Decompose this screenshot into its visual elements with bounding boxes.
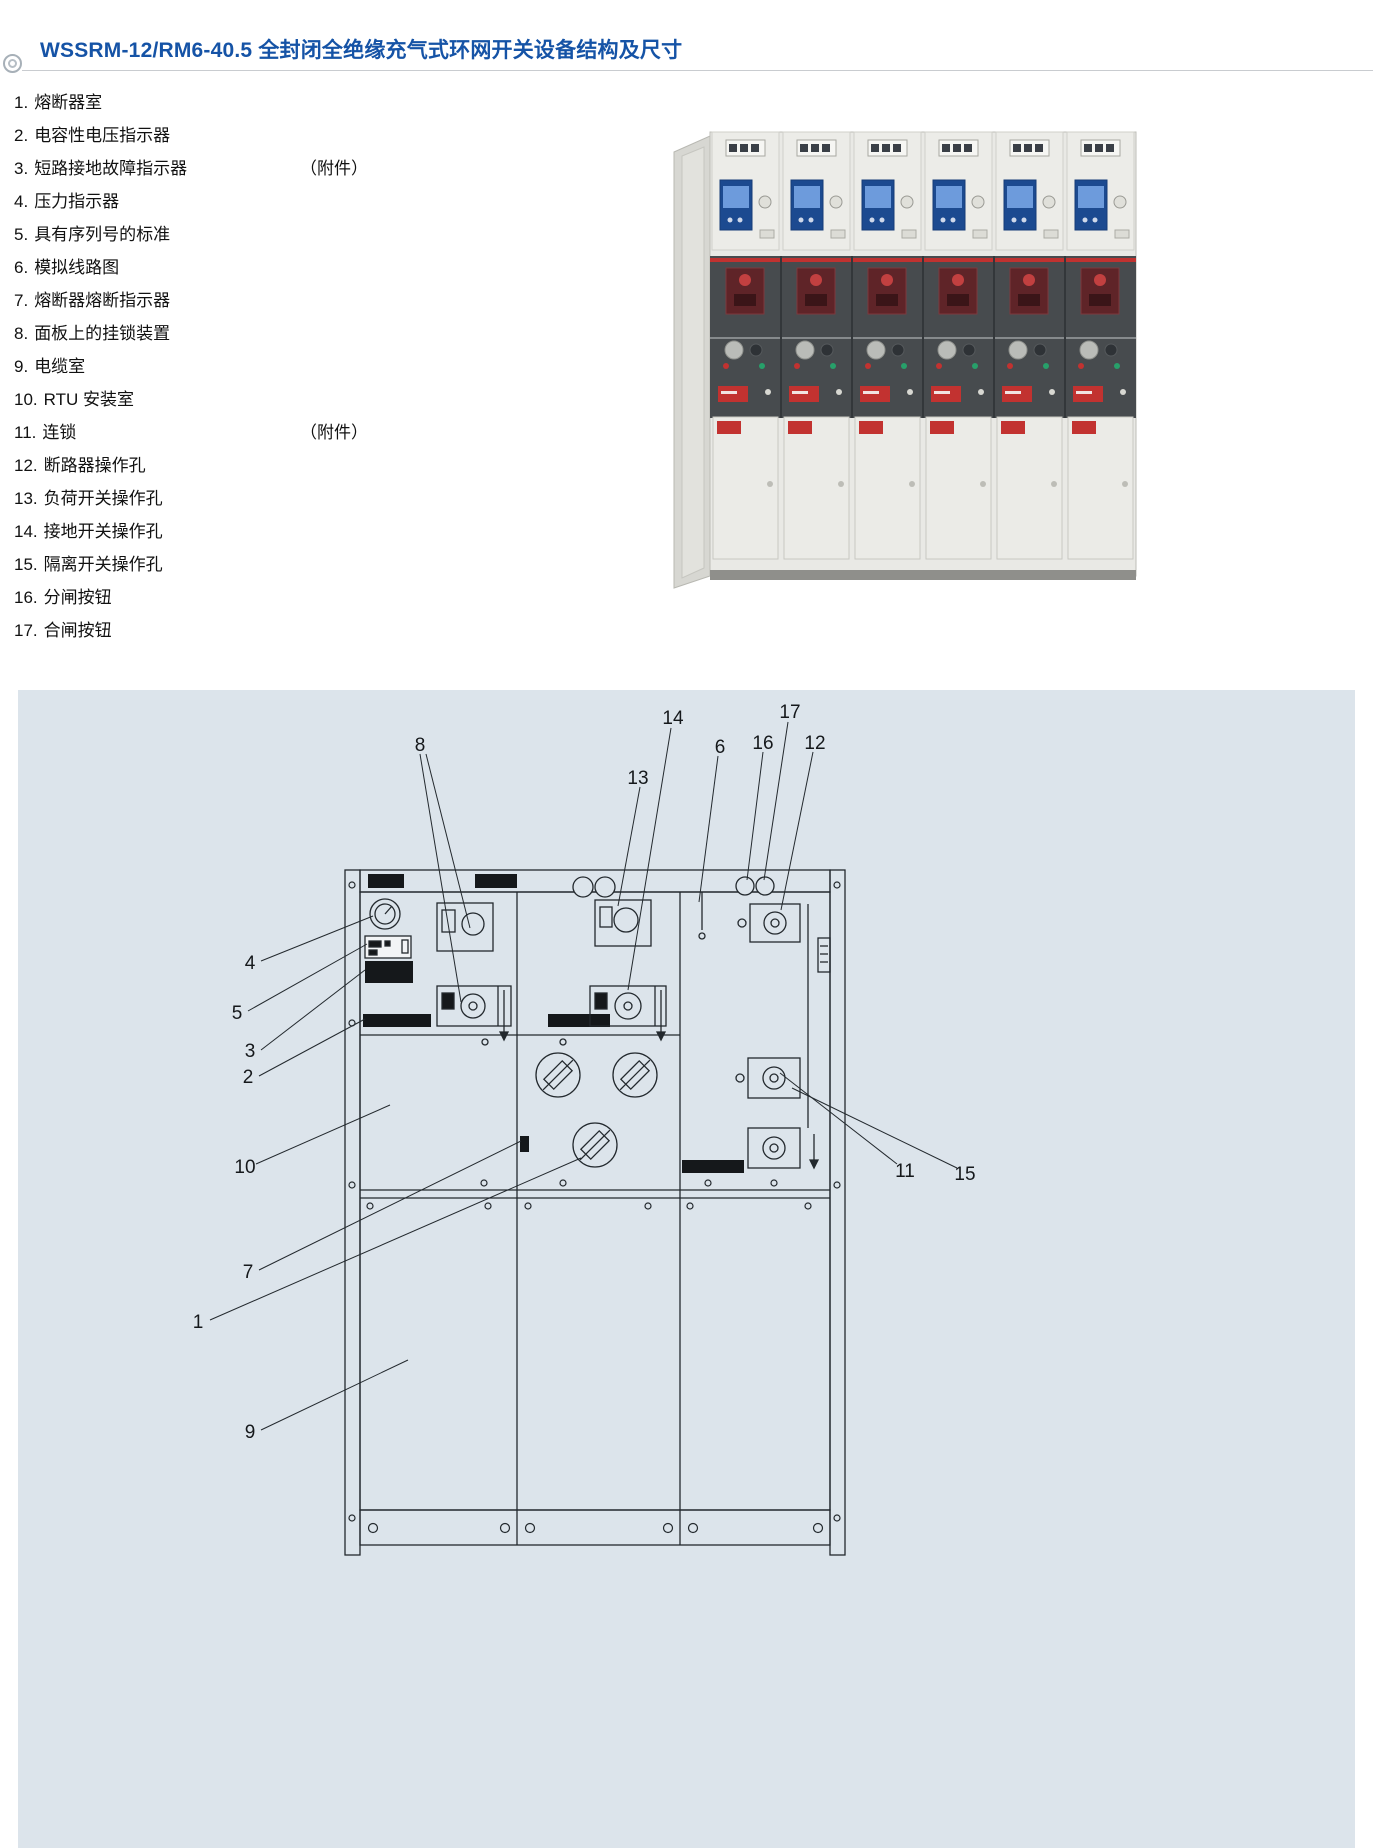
padlock-device-upper bbox=[436, 902, 494, 952]
parts-list-item: 12. 断路器操作孔 bbox=[14, 449, 454, 482]
cabinet-frame bbox=[344, 869, 846, 1556]
circuit-breaker-operation-hole bbox=[749, 903, 801, 943]
switchgear-photo-illustration bbox=[673, 131, 1137, 589]
part-number: 8. bbox=[14, 324, 29, 343]
screw-dots bbox=[348, 881, 841, 1534]
part-number: 4. bbox=[14, 192, 29, 211]
callout-4: 4 bbox=[245, 953, 256, 974]
part-label: 连锁 bbox=[42, 423, 77, 442]
part-number: 2. bbox=[14, 126, 29, 145]
parts-list-item: 14. 接地开关操作孔 bbox=[14, 515, 454, 548]
callout-13: 13 bbox=[627, 768, 648, 789]
photo-base bbox=[710, 570, 1136, 580]
parts-list-item: 5. 具有序列号的标准 bbox=[14, 218, 454, 251]
part-label: 负荷开关操作孔 bbox=[43, 489, 163, 508]
part-label: 熔断器室 bbox=[34, 93, 103, 112]
callout-15: 15 bbox=[954, 1164, 975, 1185]
binder-ring-icon bbox=[3, 54, 22, 73]
callout-labels: 1 2 3 4 5 6 7 8 9 10 11 12 13 14 15 16 1… bbox=[193, 702, 976, 1443]
diagram-panel: 1 2 3 4 5 6 7 8 9 10 11 12 13 14 15 16 1… bbox=[18, 690, 1355, 1848]
page-title: WSSRM-12/RM6-40.5 全封闭全绝缘充气式环网开关设备结构及尺寸 bbox=[40, 39, 683, 62]
parts-list-item: 6. 模拟线路图 bbox=[14, 251, 454, 284]
part-label: 电容性电压指示器 bbox=[34, 126, 171, 145]
parts-list-item: 1. 熔断器室 bbox=[14, 86, 454, 119]
earthing-switch-operation-hole bbox=[589, 985, 667, 1027]
callout-1: 1 bbox=[193, 1312, 204, 1333]
callout-11: 11 bbox=[895, 1161, 915, 1182]
middle-panel-instruments bbox=[559, 899, 667, 1046]
callout-6: 6 bbox=[715, 737, 726, 758]
part-note: （附件） bbox=[300, 423, 368, 442]
callout-12: 12 bbox=[804, 733, 825, 754]
product-photo bbox=[668, 126, 1146, 594]
top-rail-buttons bbox=[572, 876, 775, 898]
right-panel-instruments bbox=[698, 892, 831, 1170]
parts-list-item: 17. 合闸按钮 bbox=[14, 614, 454, 647]
callout-16: 16 bbox=[752, 733, 773, 754]
callout-9: 9 bbox=[245, 1422, 256, 1443]
part-number: 12. bbox=[14, 456, 38, 475]
part-label: 短路接地故障指示器 bbox=[34, 159, 188, 178]
part-number: 15. bbox=[14, 555, 38, 574]
part-number: 3. bbox=[14, 159, 29, 178]
part-label: 模拟线路图 bbox=[34, 258, 120, 277]
part-label: 面板上的挂锁装置 bbox=[34, 324, 171, 343]
part-label: 电缆室 bbox=[34, 357, 86, 376]
part-number: 11. bbox=[14, 423, 37, 442]
switchgear-elevation-svg: 1 2 3 4 5 6 7 8 9 10 11 12 13 14 15 16 1… bbox=[193, 702, 976, 1556]
parts-list-item: 16. 分闸按钮 bbox=[14, 581, 454, 614]
part-label: 具有序列号的标准 bbox=[34, 225, 171, 244]
part-label: 断路器操作孔 bbox=[43, 456, 146, 475]
parts-list-item: 8. 面板上的挂锁装置 bbox=[14, 317, 454, 350]
parts-list-item: 4. 压力指示器 bbox=[14, 185, 454, 218]
load-switch-operation-hole bbox=[594, 899, 652, 947]
parts-list-item: 3. 短路接地故障指示器 （附件） bbox=[14, 152, 454, 185]
fuse-symbols bbox=[535, 1052, 658, 1168]
part-note: （附件） bbox=[300, 159, 368, 178]
parts-list: 1. 熔断器室 2. 电容性电压指示器 3. 短路接地故障指示器 （附件） 4. 压力指示… bbox=[14, 86, 454, 647]
part-number: 7. bbox=[14, 291, 29, 310]
callout-17: 17 bbox=[779, 702, 800, 723]
padlock-device-lower bbox=[436, 985, 512, 1027]
parts-list-item: 11. 连锁 （附件） bbox=[14, 416, 454, 449]
open-button bbox=[735, 876, 755, 896]
part-number: 17. bbox=[14, 621, 38, 640]
interlock-device bbox=[747, 1057, 801, 1099]
parts-list-item: 10. RTU 安装室 bbox=[14, 383, 454, 416]
part-label: 接地开关操作孔 bbox=[43, 522, 163, 541]
callout-10: 10 bbox=[234, 1157, 255, 1178]
callout-3: 3 bbox=[245, 1041, 256, 1062]
part-label: 熔断器熔断指示器 bbox=[34, 291, 171, 310]
left-panel-instruments bbox=[364, 898, 512, 1046]
parts-list-item: 2. 电容性电压指示器 bbox=[14, 119, 454, 152]
part-label: 合闸按钮 bbox=[43, 621, 112, 640]
part-number: 9. bbox=[14, 357, 29, 376]
part-label: 压力指示器 bbox=[34, 192, 120, 211]
callout-14: 14 bbox=[662, 708, 684, 729]
part-label: 隔离开关操作孔 bbox=[43, 555, 163, 574]
title-divider bbox=[22, 70, 1373, 71]
part-number: 16. bbox=[14, 588, 38, 607]
part-number: 14. bbox=[14, 522, 38, 541]
callout-5: 5 bbox=[232, 1003, 243, 1024]
pressure-gauge bbox=[369, 898, 401, 930]
callout-leader-lines bbox=[209, 721, 958, 1431]
callout-2: 2 bbox=[243, 1067, 254, 1088]
callout-8: 8 bbox=[415, 735, 426, 756]
part-label: 分闸按钮 bbox=[43, 588, 112, 607]
parts-list-item: 13. 负荷开关操作孔 bbox=[14, 482, 454, 515]
callout-7: 7 bbox=[243, 1262, 254, 1283]
parts-list-item: 9. 电缆室 bbox=[14, 350, 454, 383]
part-label: RTU 安装室 bbox=[43, 390, 134, 409]
parts-list-item: 7. 熔断器熔断指示器 bbox=[14, 284, 454, 317]
part-number: 10. bbox=[14, 390, 38, 409]
part-number: 5. bbox=[14, 225, 29, 244]
indicator-strips bbox=[363, 874, 744, 1173]
close-button bbox=[755, 876, 775, 896]
part-number: 1. bbox=[14, 93, 29, 112]
isolator-operation-hole bbox=[747, 1127, 801, 1169]
parts-list-item: 15. 隔离开关操作孔 bbox=[14, 548, 454, 581]
part-number: 13. bbox=[14, 489, 38, 508]
part-number: 6. bbox=[14, 258, 29, 277]
